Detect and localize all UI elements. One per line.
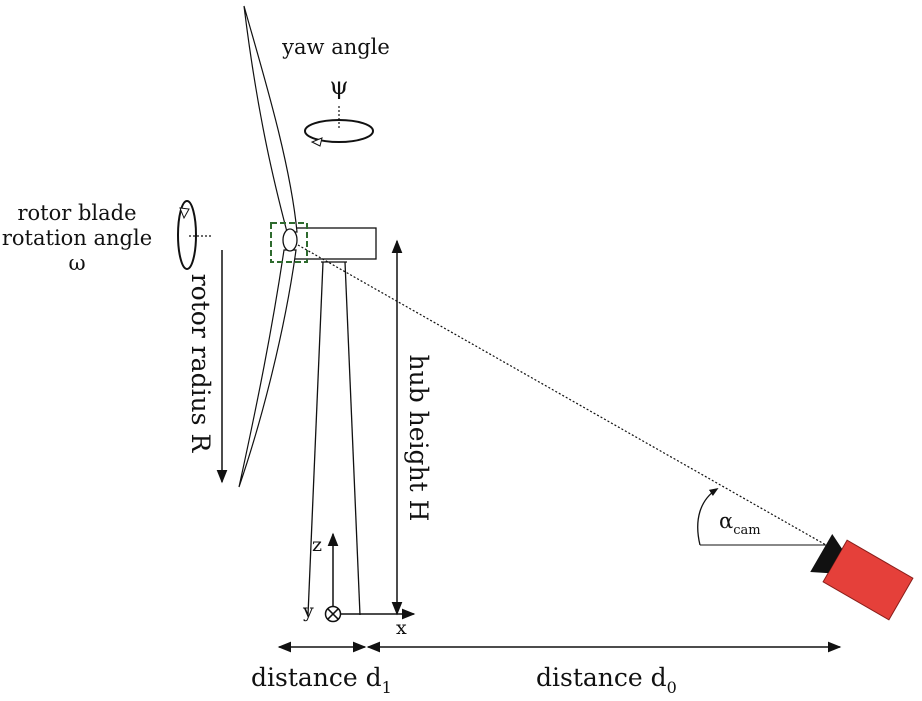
distance-d0-label: distance d0 xyxy=(536,663,677,697)
hub-height-label: hub height H xyxy=(404,355,433,522)
yaw-symbol: ψ xyxy=(330,72,349,100)
tower xyxy=(307,261,361,616)
rotor-radius-label: rotor radius R xyxy=(186,274,215,454)
rotor-rotation-indicator xyxy=(177,200,212,270)
rotor-blade-lower xyxy=(238,249,297,488)
axis-z-label: z xyxy=(312,534,322,556)
tower-left-edge xyxy=(307,261,324,616)
distance-d1-text: distance d xyxy=(251,663,382,692)
y-cross-b xyxy=(327,608,339,620)
coordinate-system xyxy=(324,532,416,623)
camera-body xyxy=(822,539,914,621)
yaw-angle-label: yaw angle xyxy=(281,35,390,59)
rotor-hub xyxy=(282,228,298,252)
rotor-rotation-arrow-icon xyxy=(179,207,190,220)
camera xyxy=(810,533,914,621)
yaw-rotation-indicator xyxy=(304,106,374,147)
camera-angle-subscript: cam xyxy=(733,523,760,538)
rotor-blade-label-line2: rotation angle xyxy=(2,226,152,250)
camera-lens-icon xyxy=(810,533,843,574)
distance-d0-text: distance d xyxy=(536,663,667,692)
yaw-arrow-icon xyxy=(310,137,323,147)
camera-angle-symbol: α xyxy=(719,509,733,533)
rotor-blade-upper xyxy=(243,5,298,233)
tower-right-edge xyxy=(344,261,361,616)
rotor-rotation-ellipse xyxy=(177,200,197,270)
line-of-sight xyxy=(297,244,827,546)
rotor-blade-symbol: ω xyxy=(68,251,85,275)
distance-d1-subscript: 1 xyxy=(382,678,392,697)
camera-angle-label: αcam xyxy=(719,509,761,538)
axis-y-label: y xyxy=(302,600,314,622)
axis-x-label: x xyxy=(396,617,407,639)
hub-region-box xyxy=(270,222,308,263)
rotor-blade-label-line1: rotor blade xyxy=(17,201,136,225)
distance-d0-subscript: 0 xyxy=(667,678,677,697)
nacelle xyxy=(289,227,377,260)
camera-angle-arc xyxy=(697,488,719,546)
distance-d1-label: distance d1 xyxy=(251,663,392,697)
